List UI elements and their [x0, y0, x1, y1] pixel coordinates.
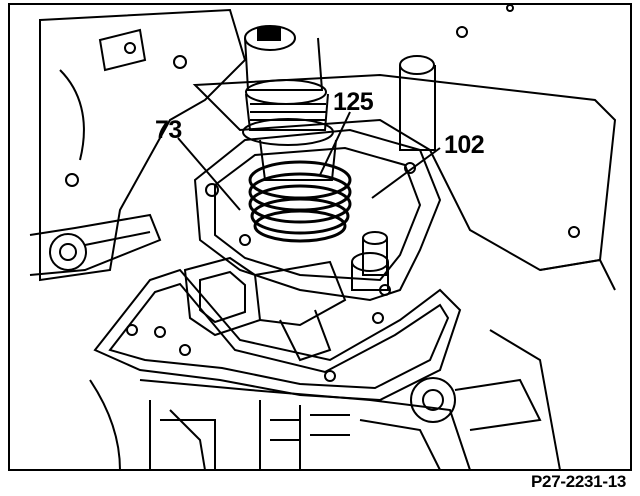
callout-102: 102 [444, 131, 484, 159]
cover-housing [193, 128, 442, 302]
shift-shaft [242, 25, 337, 181]
bolt-boss [410, 329, 561, 471]
lever-arm [29, 213, 162, 276]
right-plate [192, 4, 617, 291]
leader-73 [177, 137, 241, 211]
spring-rings [248, 160, 352, 243]
figure-code: P27-2231-13 [531, 472, 626, 491]
gasket-plate [93, 268, 462, 402]
leader-102 [371, 147, 441, 199]
selector-block [183, 256, 347, 362]
callout-73: 73 [155, 116, 182, 144]
detent-cylinder [351, 231, 389, 291]
figure-frame [8, 3, 632, 471]
leader-125 [319, 111, 351, 176]
housing-panel [39, 8, 247, 282]
callout-125: 125 [333, 88, 374, 116]
leader-lines [177, 111, 441, 211]
transmission-body [89, 379, 471, 471]
